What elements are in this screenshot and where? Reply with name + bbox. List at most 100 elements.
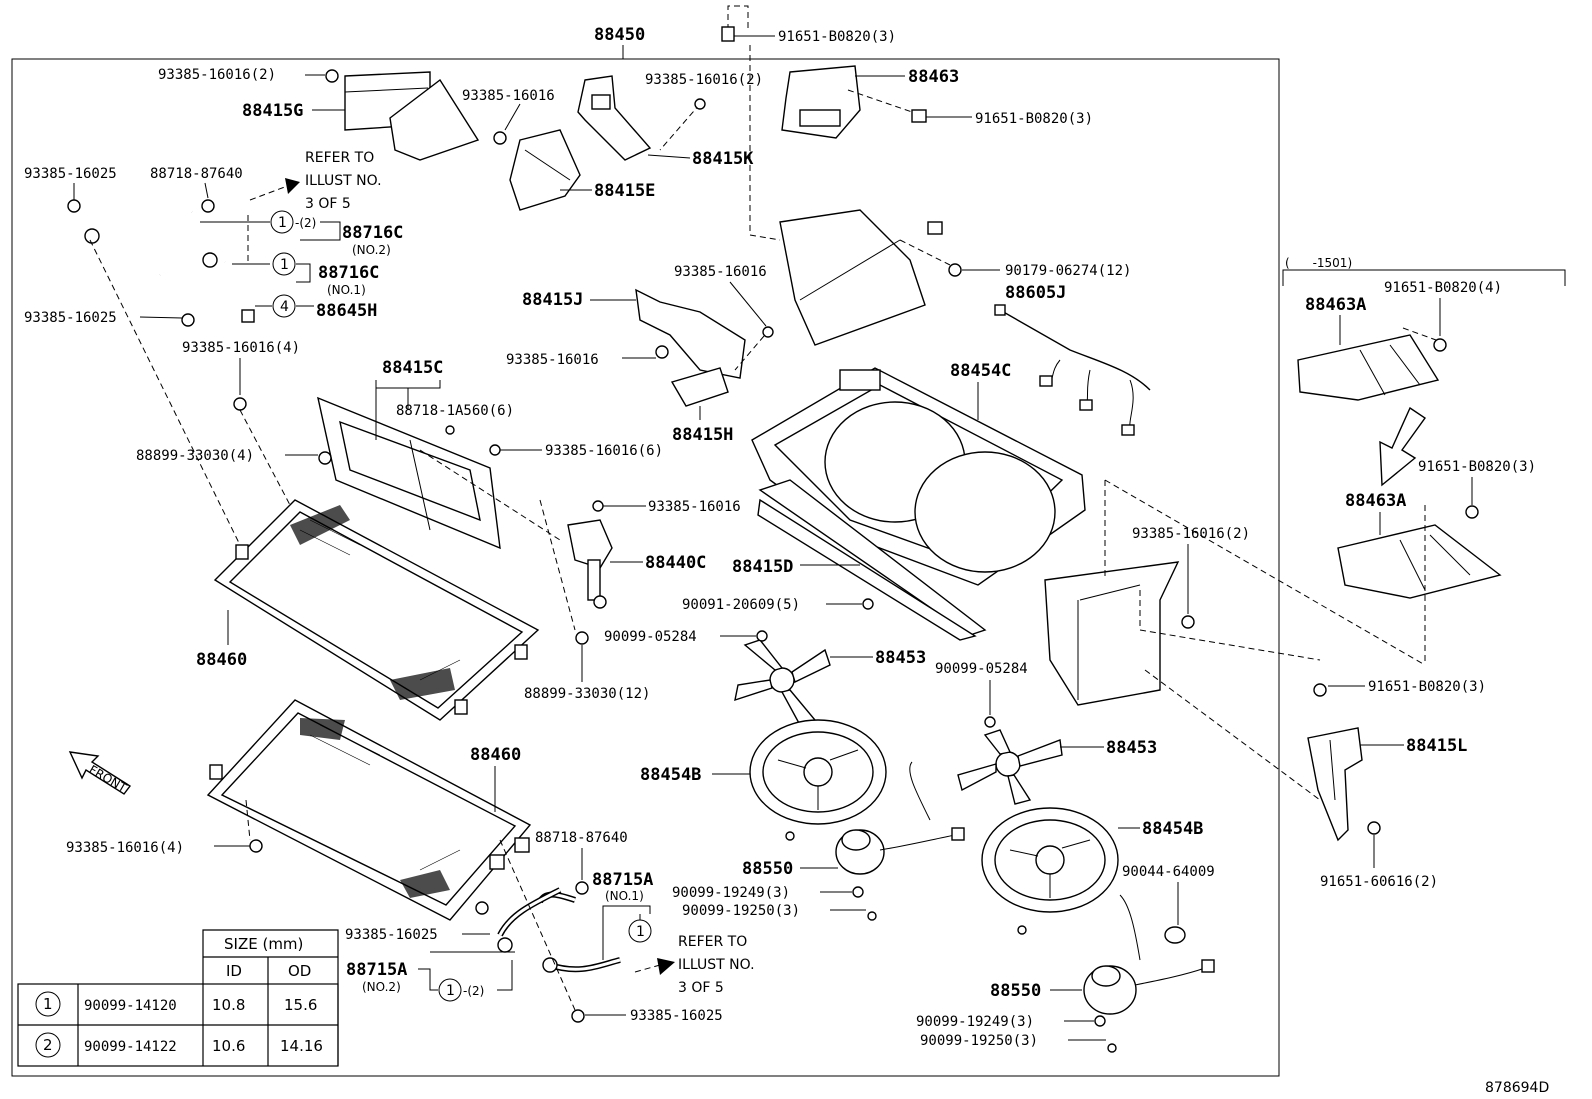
part-91651-B0820-3-d: 91651-B0820(3) (1368, 679, 1486, 695)
part-90099-19249-3-b: 90099-19249(3) (916, 1014, 1034, 1030)
fan-shroud-88454B-b (981, 807, 1119, 913)
part-90099-05284-b: 90099-05284 (935, 661, 1028, 677)
arrow-icon (634, 958, 675, 975)
screw-icon (862, 598, 874, 610)
nut-icon (756, 630, 768, 642)
part-93385-16016-d: 93385-16016 (648, 499, 741, 515)
fan-shroud-88454B-a (749, 719, 887, 825)
baffle-88415C (317, 396, 501, 550)
screw-icon (233, 397, 247, 411)
part-90099-19250-3-a: 90099-19250(3) (682, 903, 800, 919)
part-90099-05284-a: 90099-05284 (604, 629, 697, 645)
screw-icon (785, 831, 795, 841)
clip-icon (927, 221, 943, 235)
part-93385-16016-b: 93385-16016 (674, 264, 767, 280)
part-90179-06274-12: 90179-06274(12) (1005, 263, 1131, 279)
callout-1b (272, 252, 296, 276)
screw-icon (655, 345, 669, 359)
assembly-number: 88450 (594, 25, 645, 45)
part-88415G: 88415G (242, 101, 303, 121)
motor-88550-b (1083, 894, 1215, 1015)
callout-1-number: 1 (278, 215, 287, 231)
size-table-col-id: ID (226, 962, 242, 980)
size-table-header: SIZE (mm) (224, 935, 303, 953)
side-bracket (1044, 561, 1180, 706)
part-88415H: 88415H (672, 425, 733, 445)
bracket-88415J (635, 288, 746, 379)
clip-icon (445, 425, 455, 435)
screw-icon (67, 199, 81, 213)
note-refer-top-1: REFER TO (305, 150, 374, 166)
callout-1d-number: 1 (446, 983, 455, 999)
bracket-88463A-a (1297, 334, 1440, 401)
sensor-88440C (567, 519, 613, 609)
screw-icon (592, 500, 604, 512)
callout-1c-number: 1 (636, 924, 645, 940)
part-88550-a: 88550 (742, 859, 793, 879)
screw-icon (181, 313, 195, 327)
part-88415K: 88415K (692, 149, 754, 169)
part-88440C: 88440C (645, 553, 706, 573)
condenser-88460-a (213, 499, 540, 721)
fan-88453-b (957, 729, 1063, 805)
screw-icon (249, 839, 263, 853)
part-88460-b: 88460 (470, 745, 521, 765)
screw-icon (1181, 615, 1195, 629)
bracket-88415K (577, 75, 652, 161)
part-88716C-no2: 88716C (342, 223, 403, 243)
pipe-88716C-no2 (84, 201, 194, 244)
bolt-icon (1465, 505, 1479, 519)
part-88899-33030-12: 88899-33030(12) (524, 686, 650, 702)
catalog-id: 878694D (1485, 1080, 1549, 1096)
front-arrow-icon (68, 751, 132, 795)
note-refer-bottom-1: REFER TO (678, 934, 747, 950)
bolt-icon (1367, 821, 1381, 835)
note-refer-top-2: ILLUST NO. (305, 173, 382, 189)
callout-4-number: 4 (280, 299, 289, 315)
clip-icon (575, 631, 589, 645)
part-93385-16025-b: 93385-16025 (24, 310, 117, 326)
screw-icon (762, 326, 774, 338)
bracket-88415H (670, 367, 729, 407)
part-88550-b: 88550 (990, 981, 1041, 1001)
part-88415J: 88415J (522, 290, 583, 310)
part-93385-16016-a: 93385-16016 (462, 88, 555, 104)
part-88454B-a: 88454B (640, 765, 701, 785)
callout-1d-suffix: -(2) (463, 984, 484, 998)
part-93385-16016-2-a: 93385-16016(2) (158, 67, 276, 83)
callout-1 (270, 210, 294, 234)
part-88415E: 88415E (594, 181, 655, 201)
part-90044-64009: 90044-64009 (1122, 864, 1215, 880)
callout-1d (438, 978, 462, 1002)
cover-panel (779, 209, 926, 346)
bracket-88415G (344, 71, 480, 161)
part-91651-B0820-3-c: 91651-B0820(3) (1418, 459, 1536, 475)
part-88463A-b: 88463A (1345, 491, 1406, 511)
part-93385-16016-4-b: 93385-16016(4) (66, 840, 184, 856)
part-88718-1A560-6: 88718-1A560(6) (396, 403, 514, 419)
part-88718-87640-b: 88718-87640 (535, 830, 628, 846)
callout-1c (628, 919, 652, 943)
part-88605J: 88605J (1005, 283, 1066, 303)
washer-icon (867, 911, 877, 921)
bolt-icon (721, 26, 775, 42)
nut-icon (984, 716, 996, 728)
part-88718-87640-a: 88718-87640 (150, 166, 243, 182)
part-93385-16016-6: 93385-16016(6) (545, 443, 663, 459)
part-88645H: 88645H (316, 301, 377, 321)
part-91651-B0820-4: 91651-B0820(4) (1384, 280, 1502, 296)
direction-arrow-icon (1379, 406, 1426, 487)
fan-88453-a (734, 639, 831, 726)
size-row-1-mark: 1 (43, 995, 53, 1013)
size-row-1-part: 90099-14120 (84, 998, 177, 1014)
part-88415L: 88415L (1406, 736, 1467, 756)
nut-icon (852, 886, 864, 898)
callout-4 (272, 294, 296, 318)
nut-icon (201, 199, 215, 213)
switch-icon (241, 309, 255, 323)
assembly-frame (11, 58, 1280, 1077)
part-88716C-no2-sub: (NO.2) (352, 243, 391, 257)
part-88715A-no1-sub: (NO.1) (605, 889, 644, 903)
part-93385-16016-c: 93385-16016 (506, 352, 599, 368)
callout-1b-number: 1 (280, 257, 289, 273)
